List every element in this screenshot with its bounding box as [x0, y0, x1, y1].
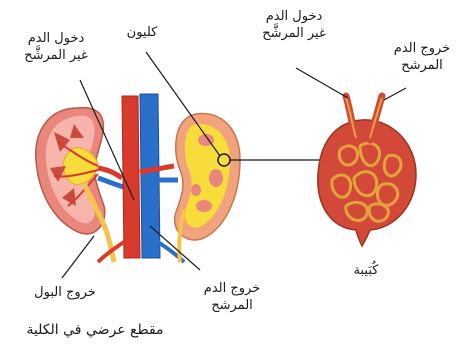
leader-urine-out [62, 236, 94, 278]
aorta [122, 96, 140, 258]
label-line: دخول الدم [240, 8, 348, 25]
label-blood-out-bottom: خروج الدم المرشح [182, 280, 282, 314]
label-nephron: كليون [110, 24, 174, 41]
leader-blood-out-right [384, 88, 406, 100]
caption: مقطع عرضي في الكلية [0, 322, 190, 339]
leader-blood-in-right [296, 68, 348, 98]
label-line: غير المرشَّح [4, 47, 108, 64]
glomerulus-enlarged [318, 96, 416, 246]
right-kidney [175, 113, 240, 262]
label-line: خروج الدم [182, 280, 282, 297]
label-line: غير المرشَّح [240, 25, 348, 42]
great-vessels [98, 94, 184, 262]
renal-artery-left [98, 168, 122, 178]
label-line: المرشح [380, 57, 464, 74]
label-line: خروج الدم [380, 40, 464, 57]
lobule [191, 184, 201, 196]
label-urine-out: خروج البول [10, 284, 120, 301]
label-blood-in-right: دخول الدم غير المرشَّح [240, 8, 348, 42]
lobule [209, 169, 223, 187]
label-blood-out-right: خروج الدم المرشح [380, 40, 464, 74]
lobule [196, 200, 212, 212]
left-kidney-section [36, 108, 128, 262]
label-blood-in-left: دخول الدم غير المرشَّح [4, 30, 108, 64]
label-glomerulus: كُبَيبة [336, 262, 396, 279]
vena-cava [140, 94, 160, 258]
label-line: المرشح [182, 297, 282, 314]
label-line: دخول الدم [4, 30, 108, 47]
